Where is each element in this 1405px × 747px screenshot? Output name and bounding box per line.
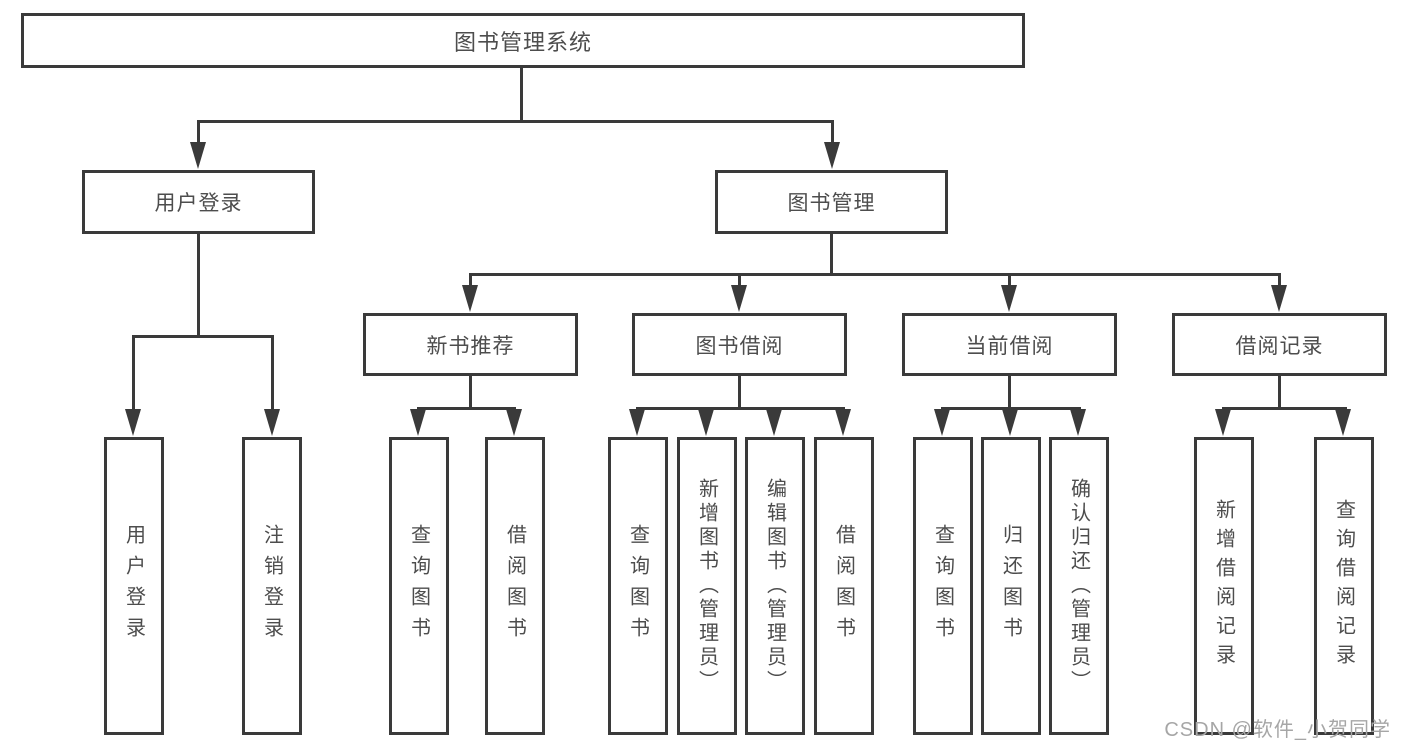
arrow-down-icon (462, 285, 478, 312)
arrow-down-icon (629, 409, 645, 436)
node-label: 借阅记录 (1235, 334, 1324, 358)
node-new-book-recommend: 新书推荐 (363, 313, 578, 376)
arrow-down-icon (125, 409, 141, 436)
leaf-label: 借阅图书 (832, 524, 855, 648)
leaf-label: 借阅图书 (503, 524, 526, 648)
arrow-down-icon (835, 409, 851, 436)
arrow-down-icon (731, 285, 747, 312)
leaf-label: 用户登录 (122, 524, 145, 648)
node-current-borrow: 当前借阅 (902, 313, 1117, 376)
arrow-down-icon (190, 142, 206, 169)
connector-book-management-hline (469, 273, 1281, 276)
connector-user-login-vline (197, 234, 200, 335)
leaf-label: 确认归还（管理员） (1067, 478, 1090, 694)
connector-root-hline (197, 120, 834, 123)
connector-root-vline (520, 68, 523, 120)
leaf-query-borrow-record: 查询借阅记录 (1314, 437, 1374, 735)
leaf-query-books-current: 查询图书 (913, 437, 973, 735)
connector-current-borrow-vline (1008, 376, 1011, 407)
connector-book-borrow-hline (636, 407, 845, 410)
leaf-add-book-admin: 新增图书（管理员） (677, 437, 737, 735)
arrow-down-icon (506, 409, 522, 436)
leaf-label: 编辑图书（管理员） (763, 478, 786, 694)
arrow-down-icon (1001, 285, 1017, 312)
leaf-borrow-books: 借阅图书 (814, 437, 874, 735)
connector-borrow-records-hline (1222, 407, 1347, 410)
arrow-down-icon (410, 409, 426, 436)
arrow-down-icon (698, 409, 714, 436)
leaf-label: 归还图书 (999, 524, 1022, 648)
leaf-edit-book-admin: 编辑图书（管理员） (745, 437, 805, 735)
connector-book-management-vline (830, 234, 833, 275)
connector-user-login-stem-1 (132, 335, 135, 411)
node-book-borrow: 图书借阅 (632, 313, 847, 376)
connector-root-right-stem (831, 120, 834, 144)
leaf-user-login: 用户登录 (104, 437, 164, 735)
node-library-management-system: 图书管理系统 (21, 13, 1025, 68)
connector-user-login-hline (132, 335, 274, 338)
arrow-down-icon (264, 409, 280, 436)
node-user-login: 用户登录 (82, 170, 315, 234)
csdn-watermark: CSDN @软件_小贺同学 (1164, 719, 1391, 741)
leaf-label: 查询图书 (407, 524, 430, 648)
arrow-down-icon (1271, 285, 1287, 312)
connector-book-management-stem-3 (1008, 273, 1011, 287)
arrow-down-icon (1070, 409, 1086, 436)
leaf-query-books-recommend: 查询图书 (389, 437, 449, 735)
node-label: 图书管理 (787, 192, 876, 215)
connector-root-left-stem (197, 120, 200, 144)
leaf-borrow-books-recommend: 借阅图书 (485, 437, 545, 735)
leaf-return-book: 归还图书 (981, 437, 1041, 735)
connector-new-book-hline (417, 407, 516, 410)
leaf-label: 查询图书 (931, 524, 954, 648)
connector-book-borrow-vline (738, 376, 741, 407)
node-label: 当前借阅 (965, 334, 1054, 358)
connector-book-management-stem-1 (469, 273, 472, 287)
leaf-query-books-borrow: 查询图书 (608, 437, 668, 735)
arrow-down-icon (1002, 409, 1018, 436)
leaf-label: 新增借阅记录 (1212, 499, 1235, 673)
node-book-management: 图书管理 (715, 170, 948, 234)
node-label: 新书推荐 (426, 334, 515, 358)
arrow-down-icon (824, 142, 840, 169)
node-label: 用户登录 (154, 192, 243, 215)
arrow-down-icon (934, 409, 950, 436)
connector-book-management-stem-2 (738, 273, 741, 287)
connector-new-book-vline (469, 376, 472, 407)
arrow-down-icon (1215, 409, 1231, 436)
leaf-label: 查询图书 (626, 524, 649, 648)
leaf-confirm-return-admin: 确认归还（管理员） (1049, 437, 1109, 735)
arrow-down-icon (766, 409, 782, 436)
node-borrow-records: 借阅记录 (1172, 313, 1387, 376)
leaf-label: 新增图书（管理员） (695, 478, 718, 694)
connector-book-management-stem-4 (1278, 273, 1281, 287)
leaf-logout: 注销登录 (242, 437, 302, 735)
node-label: 图书管理系统 (453, 29, 592, 55)
node-label: 图书借阅 (695, 334, 784, 358)
connector-borrow-records-vline (1278, 376, 1281, 407)
leaf-add-borrow-record: 新增借阅记录 (1194, 437, 1254, 735)
arrow-down-icon (1335, 409, 1351, 436)
connector-user-login-stem-2 (271, 335, 274, 411)
leaf-label: 查询借阅记录 (1332, 499, 1355, 673)
leaf-label: 注销登录 (260, 524, 283, 648)
